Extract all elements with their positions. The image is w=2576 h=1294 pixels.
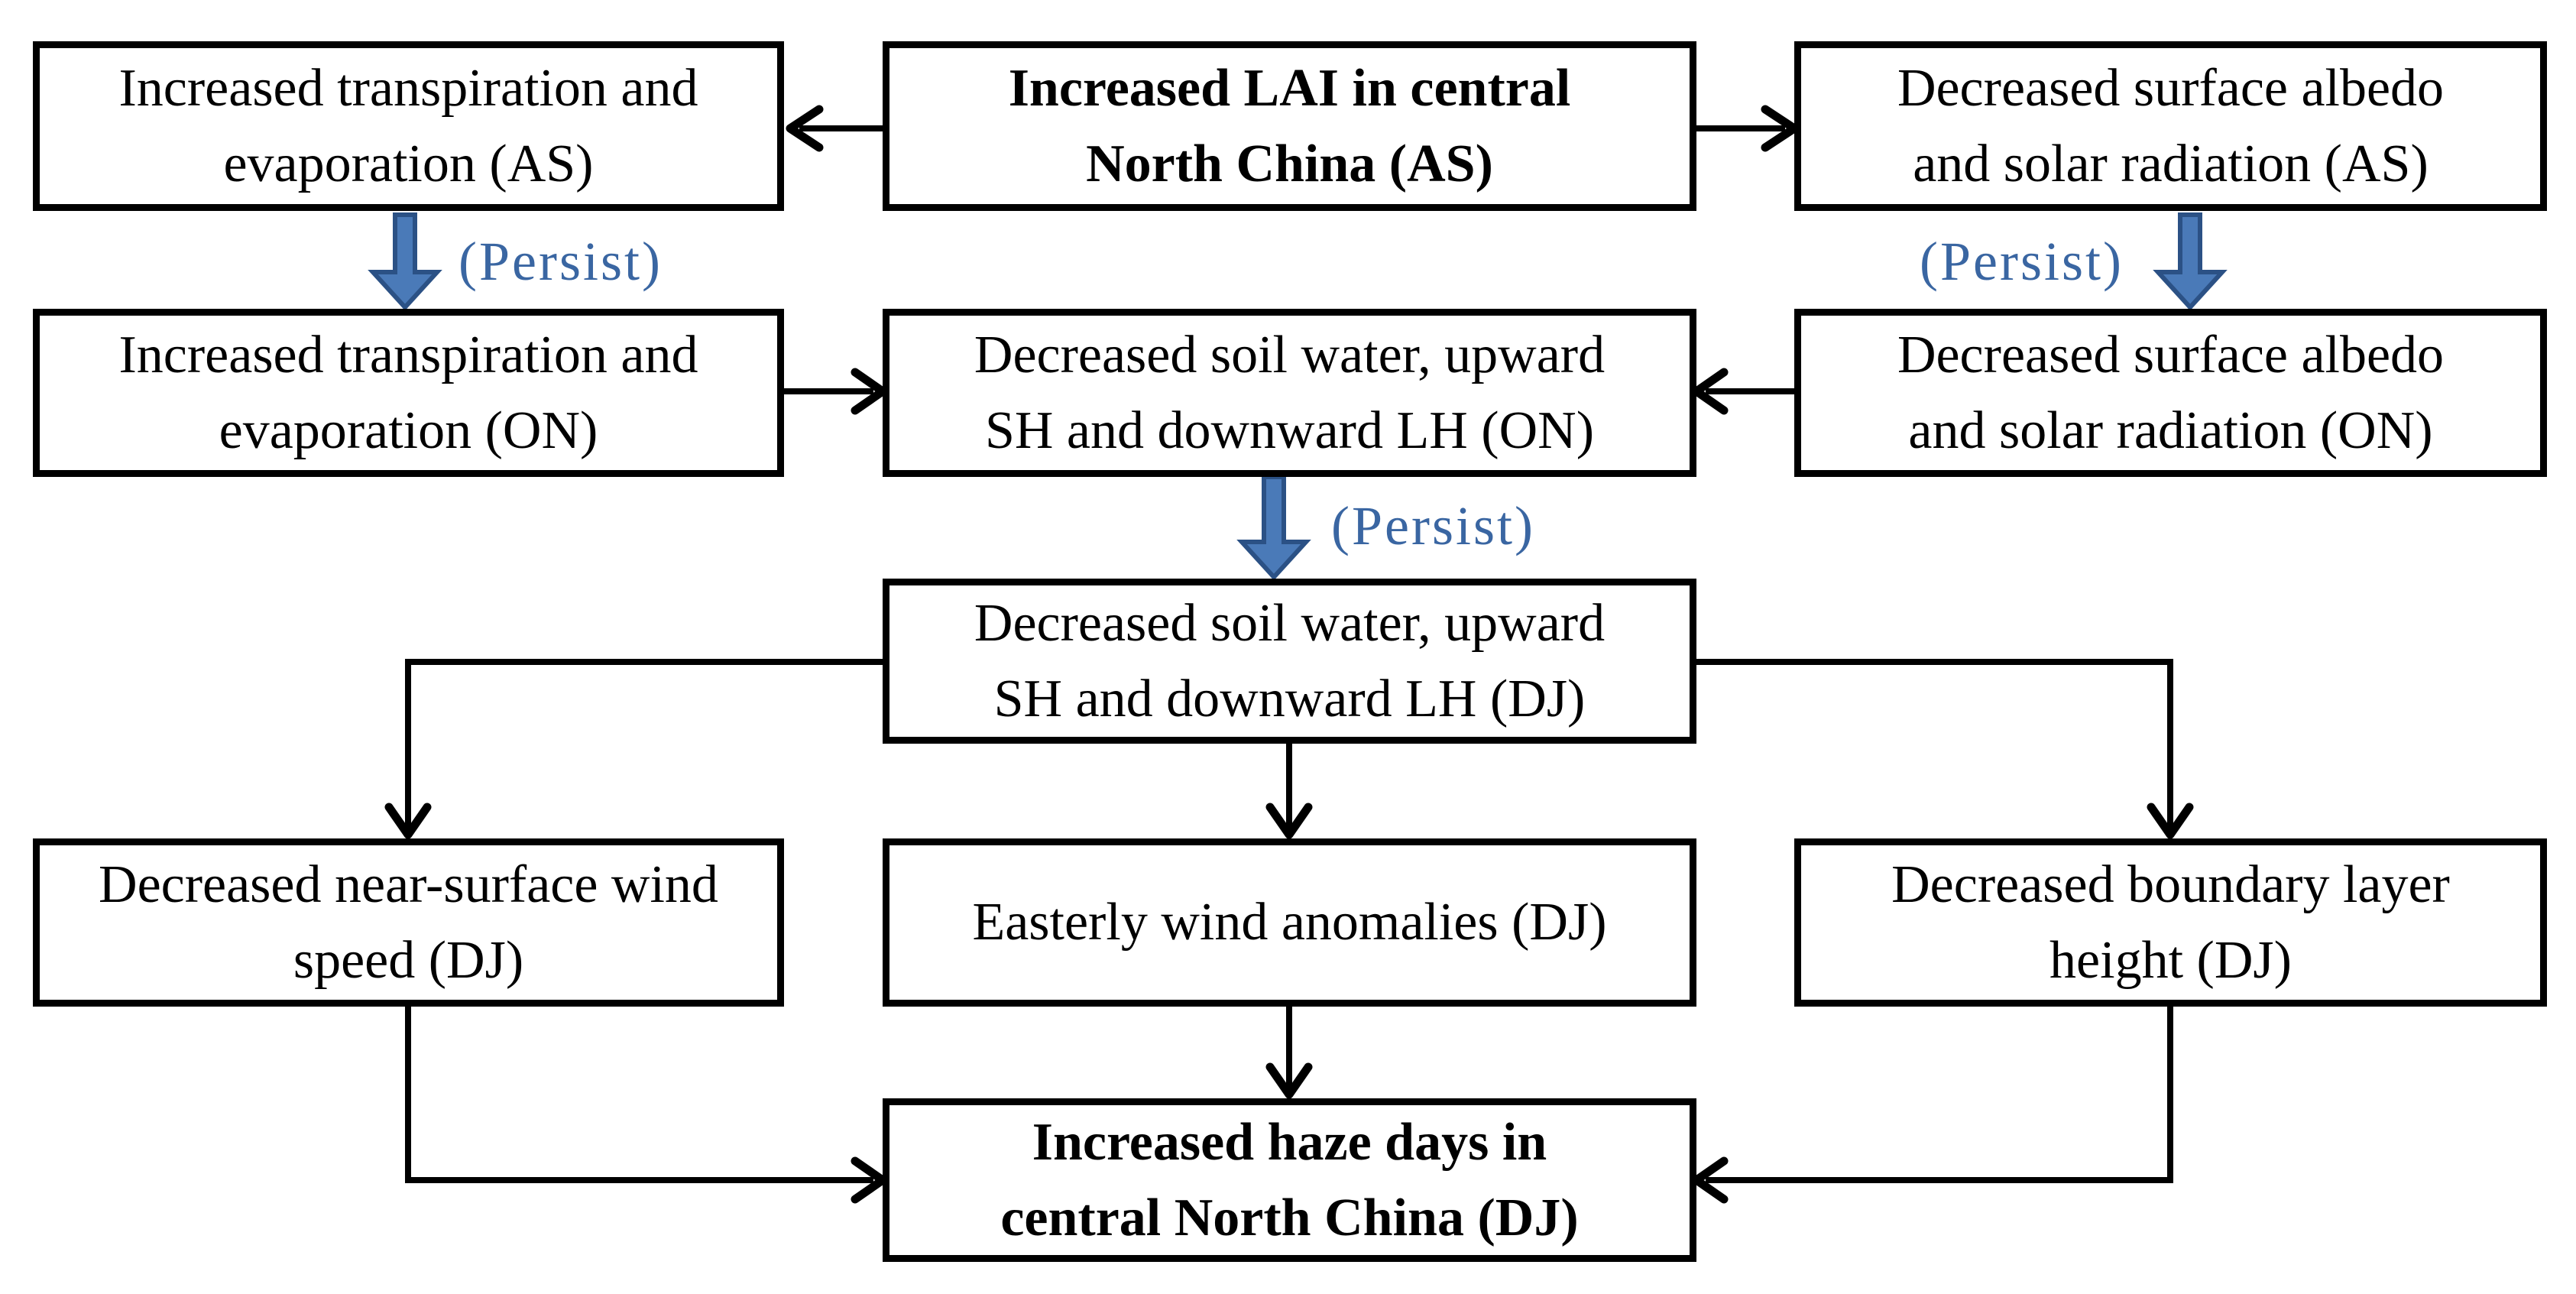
arrow-easterly-wind-to-haze-days xyxy=(1265,1007,1313,1099)
arrow-soil-water-dj-to-wind-speed xyxy=(384,659,883,839)
box-haze-days-dj: Increased haze days in central North Chi… xyxy=(883,1098,1696,1262)
box-soil-water-dj-label: Decreased soil water, upward SH and down… xyxy=(974,593,1606,728)
box-albedo-as-label: Decreased surface albedo and solar radia… xyxy=(1897,58,2445,193)
persist-label-right: (Persist) xyxy=(1920,231,2124,292)
box-easterly-wind-dj-label: Easterly wind anomalies (DJ) xyxy=(972,893,1607,952)
box-boundary-layer-dj-label: Decreased boundary layer height (DJ) xyxy=(1891,855,2450,990)
box-wind-speed-dj-label: Decreased near-surface wind speed (DJ) xyxy=(99,855,718,990)
persist-arrow-left xyxy=(368,212,442,311)
box-wind-speed-dj: Decreased near-surface wind speed (DJ) xyxy=(33,838,784,1007)
box-transpiration-on: Increased transpiration and evaporation … xyxy=(33,309,784,477)
box-albedo-on-label: Decreased surface albedo and solar radia… xyxy=(1897,325,2445,460)
box-lai-as: Increased LAI in central North China (AS… xyxy=(883,41,1696,211)
arrow-soil-water-dj-to-easterly-wind xyxy=(1265,744,1313,839)
arrow-wind-speed-to-haze-days xyxy=(405,1007,887,1204)
arrow-boundary-layer-to-haze-days xyxy=(1692,1007,2173,1204)
box-soil-water-dj: Decreased soil water, upward SH and down… xyxy=(883,579,1696,744)
box-transpiration-as: Increased transpiration and evaporation … xyxy=(33,41,784,211)
box-albedo-as: Decreased surface albedo and solar radia… xyxy=(1794,41,2547,211)
arrow-lai-to-albedo-as xyxy=(1696,105,1799,152)
persist-arrow-right xyxy=(2153,212,2228,311)
arrow-transpiration-on-to-soil-water-on xyxy=(784,368,887,415)
box-transpiration-as-label: Increased transpiration and evaporation … xyxy=(118,58,698,193)
box-albedo-on: Decreased surface albedo and solar radia… xyxy=(1794,309,2547,477)
arrow-soil-water-dj-to-boundary-layer xyxy=(1696,659,2194,839)
persist-arrow-center xyxy=(1236,475,1311,581)
persist-label-center: (Persist) xyxy=(1331,495,1535,556)
persist-label-left: (Persist) xyxy=(458,231,663,292)
box-soil-water-on: Decreased soil water, upward SH and down… xyxy=(883,309,1696,477)
box-lai-as-label: Increased LAI in central North China (AS… xyxy=(1008,58,1571,193)
arrow-albedo-on-to-soil-water-on xyxy=(1692,368,1794,415)
box-easterly-wind-dj: Easterly wind anomalies (DJ) xyxy=(883,838,1696,1007)
box-haze-days-dj-label: Increased haze days in central North Chi… xyxy=(1000,1112,1579,1247)
box-transpiration-on-label: Increased transpiration and evaporation … xyxy=(118,325,698,460)
arrow-lai-to-transpiration-as xyxy=(786,105,883,152)
box-soil-water-on-label: Decreased soil water, upward SH and down… xyxy=(974,325,1606,460)
box-boundary-layer-dj: Decreased boundary layer height (DJ) xyxy=(1794,838,2547,1007)
